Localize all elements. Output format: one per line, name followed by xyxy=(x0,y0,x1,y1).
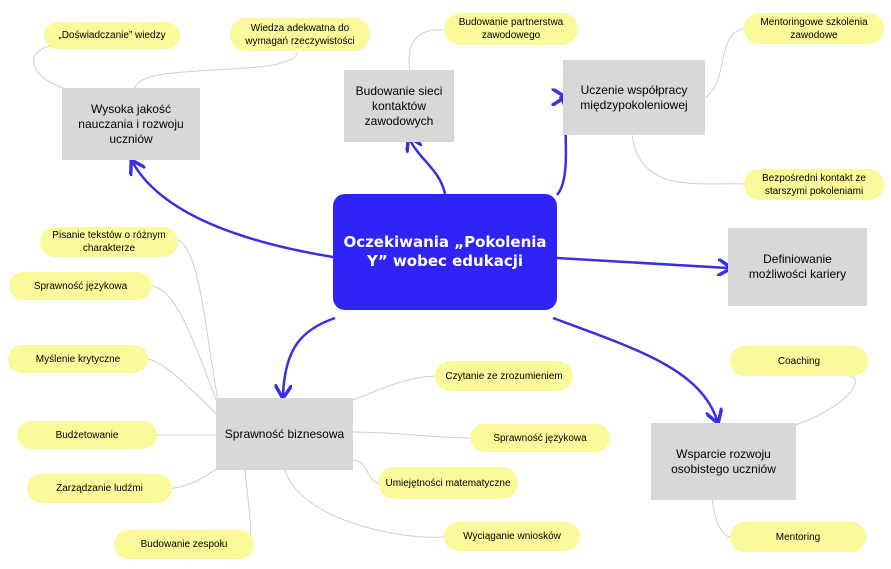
leaf-budgeting: Budżetowanie xyxy=(17,421,157,449)
topic-career: Definiowanie możliwości kariery xyxy=(728,228,867,306)
connector-business-language-left xyxy=(151,285,219,406)
leaf-partnership: Budowanie partnerstwa zawodowego xyxy=(444,13,578,45)
connector-business-critical xyxy=(147,358,219,416)
topic-business: Sprawność biznesowa xyxy=(216,398,353,470)
connector-business-math xyxy=(352,459,381,485)
connector-support-coaching xyxy=(794,374,856,426)
leaf-reading: Czytanie ze zrozumieniem xyxy=(435,361,573,391)
leaf-mentoring: Mentoring xyxy=(730,522,866,552)
arrow-to-teaching xyxy=(133,163,334,259)
central-topic: Oczekiwania „Pokolenia Y” wobec edukacji xyxy=(333,194,557,310)
leaf-team-building: Budowanie zespołu xyxy=(114,530,254,559)
connector-network-partnership xyxy=(408,29,445,71)
leaf-adequate-knowledge: Wiedza adekwatna do wymagań rzeczywistoś… xyxy=(230,18,370,51)
leaf-language-right: Sprawność językowa xyxy=(470,424,610,452)
arrow-to-support xyxy=(552,316,717,420)
leaf-writing-texts: Pisanie tekstów o różnym charakterze xyxy=(40,227,178,257)
leaf-critical-thinking: Myślenie krytyczne xyxy=(8,345,148,373)
connector-teaching-knowledge xyxy=(134,51,299,89)
leaf-people-management: Zarządzanie ludźmi xyxy=(27,474,172,503)
connector-cooperation-contact xyxy=(631,134,745,185)
topic-cooperation: Uczenie współpracy międzypokoleniowej xyxy=(563,60,705,135)
topic-support: Wsparcie rozwoju osobistego uczniów xyxy=(651,423,796,500)
connector-business-reading xyxy=(352,375,436,401)
arrow-to-business xyxy=(283,316,336,395)
connector-business-conclusions xyxy=(284,469,445,538)
leaf-experiencing: „Doświadczanie” wiedzy xyxy=(44,22,180,49)
leaf-language-left: Sprawność językowa xyxy=(9,272,152,300)
connector-business-writing xyxy=(177,239,219,401)
leaf-direct-contact: Bezpośredni kontakt ze starszymi pokolen… xyxy=(744,169,884,200)
topic-network: Budowanie sieci kontaktów zawodowych xyxy=(344,70,454,142)
topic-teaching: Wysoka jakość nauczania i rozwoju ucznió… xyxy=(62,88,200,160)
arrow-to-career xyxy=(556,256,728,268)
leaf-mentoring-training: Mentoringowe szkolenia zawodowe xyxy=(744,13,884,44)
connector-teaching-experiencing xyxy=(33,44,71,91)
leaf-coaching: Coaching xyxy=(730,346,868,376)
arrow-to-network xyxy=(410,140,447,195)
connector-support-mentoring xyxy=(711,497,731,538)
connector-business-language-right xyxy=(352,431,471,439)
leaf-math: Umiejętności matematyczne xyxy=(378,467,518,499)
connector-cooperation-mentoring xyxy=(704,27,745,99)
leaf-conclusions: Wyciąganie wniosków xyxy=(444,522,580,551)
